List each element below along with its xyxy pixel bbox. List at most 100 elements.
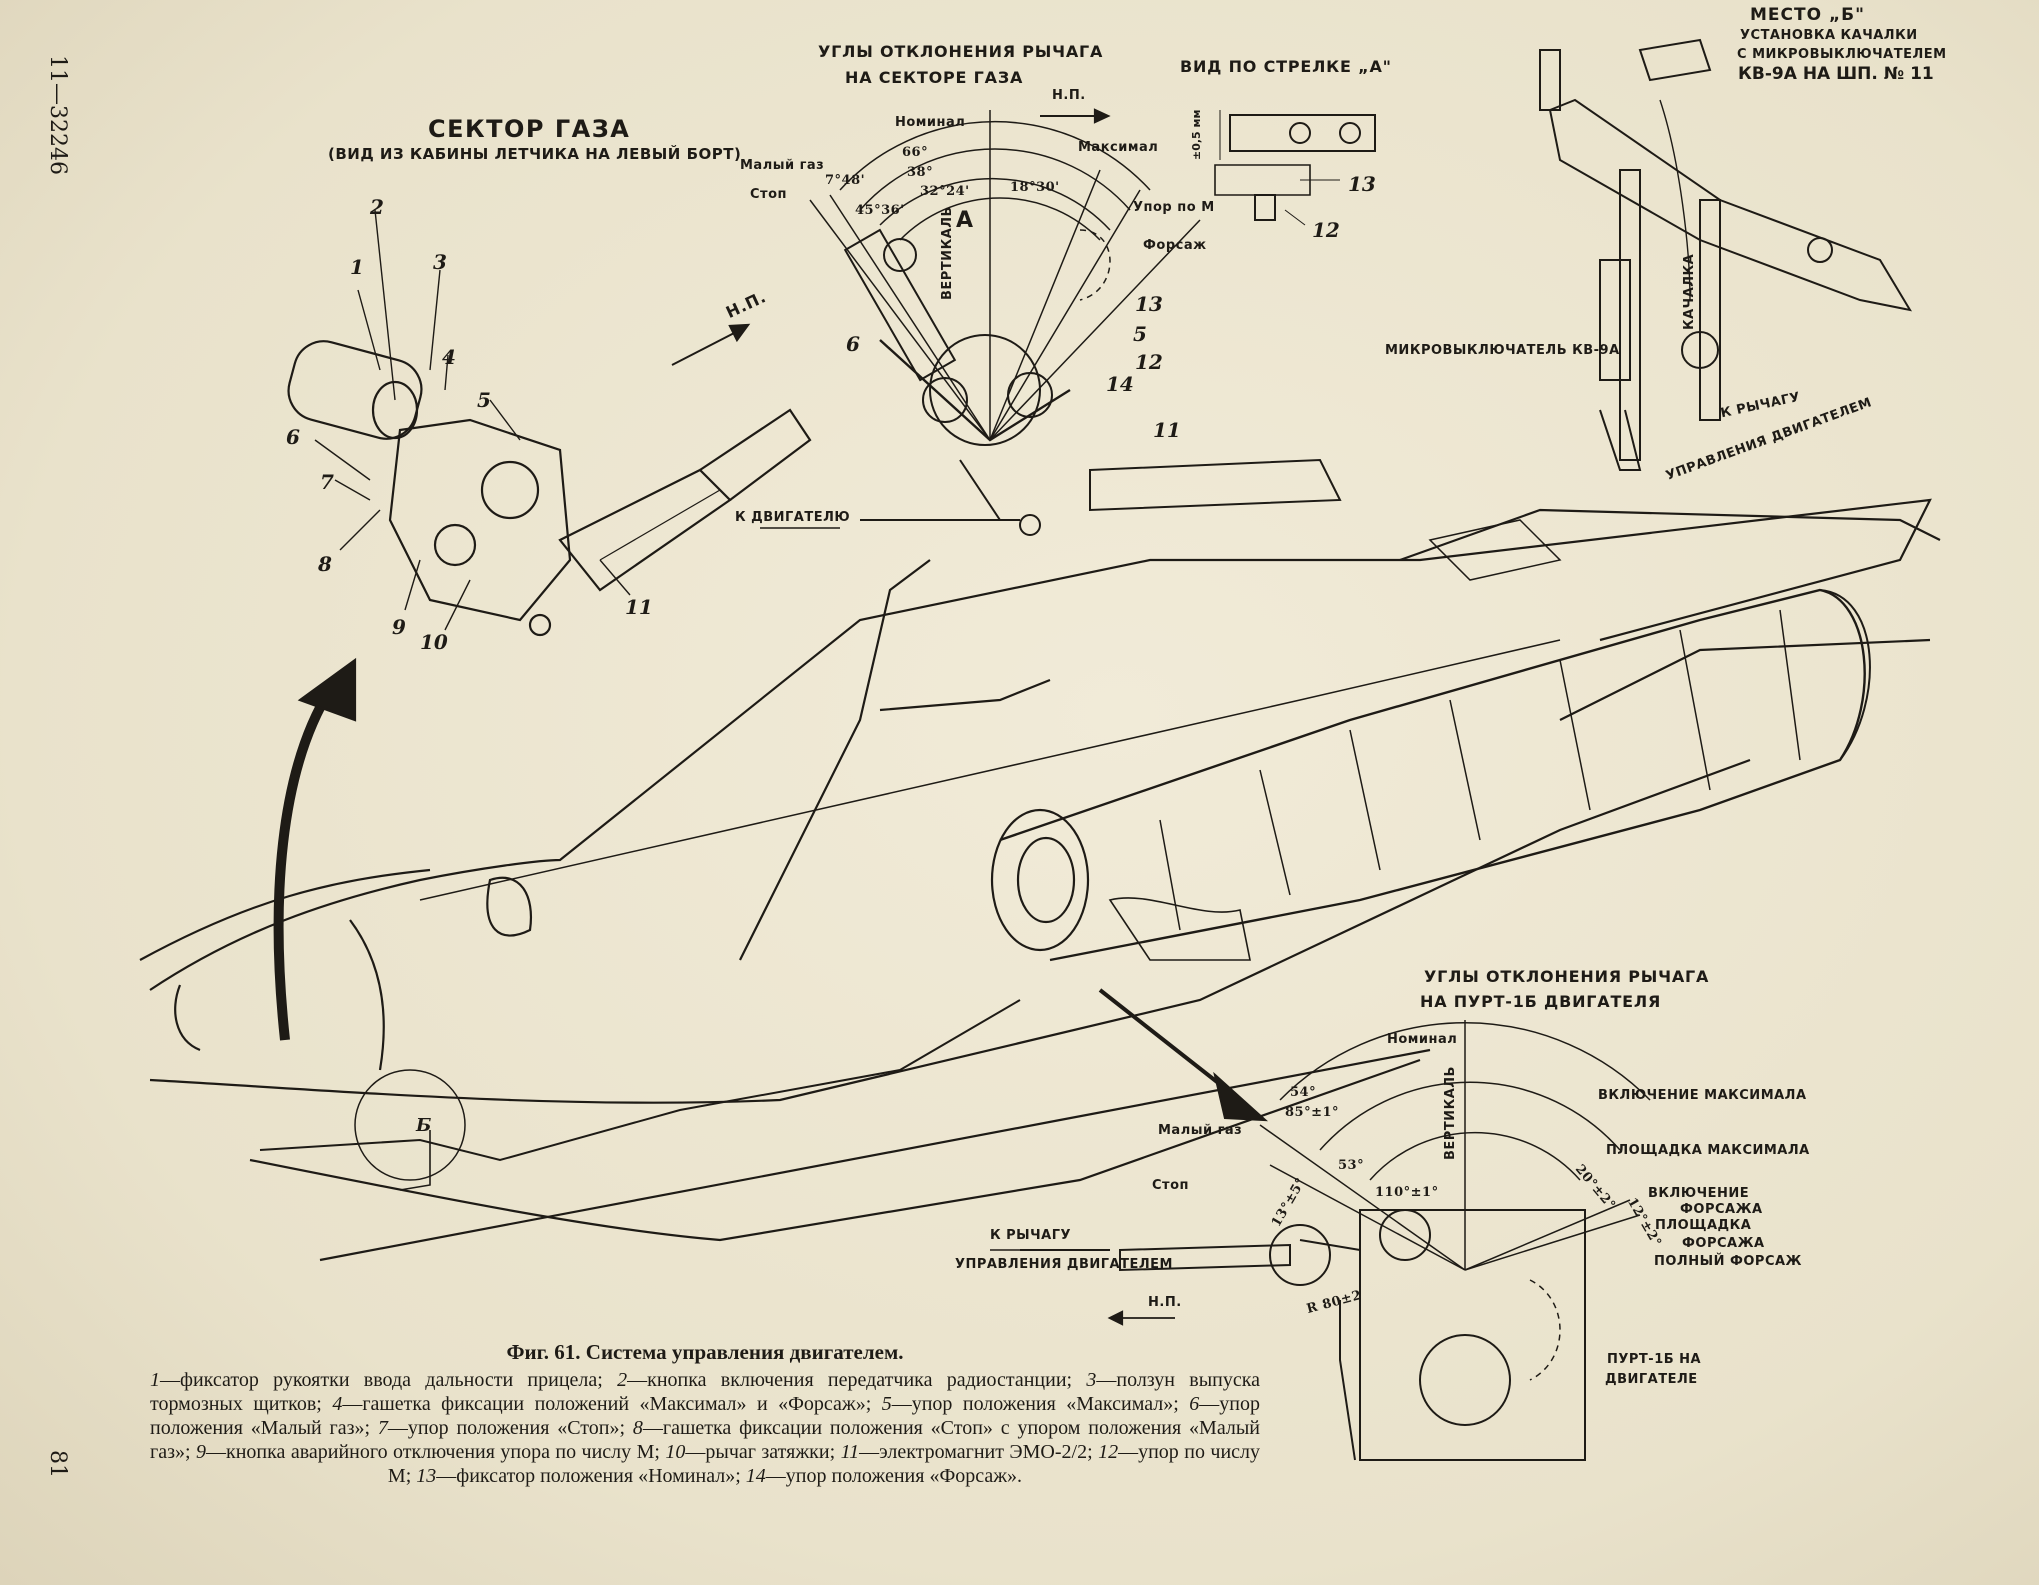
figure-caption: Фиг. 61. Система управления двигателем. … <box>150 1340 1260 1488</box>
purt-right-2: ПЛОЩАДКА МАКСИМАЛА <box>1606 1143 1810 1158</box>
legend-num: 2 <box>617 1369 628 1391</box>
purt-to-lever-1: К РЫЧАГУ <box>990 1228 1072 1243</box>
legend-text: —гашетка фиксации положения «Стоп» с упо… <box>150 1417 1260 1463</box>
legend-text: —фиксатор рукоятки ввода дальности прице… <box>160 1369 618 1391</box>
callout-9: 9 <box>392 615 406 639</box>
purt-pos-idle: Малый газ <box>1158 1123 1243 1138</box>
curved-arrow <box>273 687 335 1041</box>
np-arrow-1 <box>671 329 741 366</box>
lever-angle-66: 66° <box>902 145 929 160</box>
lever-angle-32: 32°24' <box>920 184 970 199</box>
purt-right-7: ПОЛНЫЙ ФОРСАЖ <box>1654 1254 1802 1269</box>
legend-num: 10 <box>665 1441 686 1463</box>
fuselage-outline-bottom <box>149 758 1751 1104</box>
fuselage-mark-b: Б <box>416 1115 432 1136</box>
intake-lip <box>174 984 201 1052</box>
arrow-to-purt-head <box>1213 1071 1269 1122</box>
lever-sector <box>809 110 1342 536</box>
lever-angle-18: 18°30' <box>1010 180 1060 195</box>
purt-pos-stop: Стоп <box>1152 1178 1189 1193</box>
purt-right-3: ВКЛЮЧЕНИЕ <box>1648 1186 1750 1201</box>
fuselage-lower-skin <box>249 1058 1421 1242</box>
curved-arrow-head <box>297 657 357 722</box>
place-b-line2: УСТАНОВКА КАЧАЛКИ <box>1740 28 1918 43</box>
purt-right-4: ФОРСАЖА <box>1680 1202 1763 1217</box>
view-a-callout-12: 12 <box>1312 218 1340 242</box>
legend-num: 9 <box>195 1441 206 1463</box>
caption-title: Фиг. 61. Система управления двигателем. <box>506 1340 904 1364</box>
callout-4: 4 <box>442 345 456 369</box>
lever-callout-11: 11 <box>1153 418 1181 442</box>
lever-pos-nominal: Номинал <box>895 115 966 130</box>
engine-rings <box>1159 609 1801 931</box>
page-number: 81 <box>45 1450 70 1478</box>
cockpit-canopy <box>139 868 431 961</box>
legend-num: 4 <box>332 1393 343 1415</box>
callout-10: 10 <box>420 630 448 654</box>
legend-text: —фиксатор положения «Номинал»; <box>436 1465 746 1487</box>
lever-title-1: УГЛЫ ОТКЛОНЕНИЯ РЫЧАГА <box>818 42 1104 61</box>
engine-nozzle <box>1819 589 1871 761</box>
lever-callout-13: 13 <box>1135 292 1163 316</box>
legend-num: 12 <box>1098 1441 1119 1463</box>
purt-angle-110: 110°±1° <box>1375 1185 1439 1200</box>
purt-unit-2: ДВИГАТЕЛЕ <box>1605 1372 1698 1387</box>
callout-8: 8 <box>318 552 332 576</box>
throttle-subtitle: (ВИД ИЗ КАБИНЫ ЛЕТЧИКА НА ЛЕВЫЙ БОРТ) <box>328 145 742 163</box>
legend-num: 13 <box>416 1465 437 1487</box>
dorsal-fin <box>1428 519 1562 581</box>
legend-text: —упор по числу М; <box>387 1441 1261 1487</box>
lever-direction: Н.П. <box>1052 88 1086 103</box>
legend-num: 7 <box>377 1417 388 1439</box>
callout-1: 1 <box>350 255 364 279</box>
control-rod <box>259 999 1021 1162</box>
view-a-drawing <box>1214 110 1376 226</box>
wing-root <box>879 678 1051 712</box>
callout-11: 11 <box>625 595 653 619</box>
view-a-callout-13: 13 <box>1348 172 1376 196</box>
lever-title-2: НА СЕКТОРЕ ГАЗА <box>845 68 1024 87</box>
purt-to-lever-2: УПРАВЛЕНИЯ ДВИГАТЕЛЕМ <box>955 1257 1173 1272</box>
cockpit-window <box>486 876 533 937</box>
place-b-line4: КВ-9А НА ШП. № 11 <box>1738 64 1934 84</box>
purt-right-6: ФОРСАЖА <box>1682 1236 1765 1251</box>
np-arrow-1-head <box>728 323 751 343</box>
lever-arrow-a: А <box>956 208 974 233</box>
legend-num: 8 <box>632 1417 643 1439</box>
legend-text: —электромагнит ЭМО-2/2; <box>859 1441 1099 1463</box>
legend-text: —упор положения «Стоп»; <box>387 1417 633 1439</box>
place-b-line3: С МИКРОВЫКЛЮЧАТЕЛЕМ <box>1737 47 1947 62</box>
legend-text: —кнопка включения передатчика радиостанц… <box>627 1369 1087 1391</box>
lever-to-engine: К ДВИГАТЕЛЮ <box>735 510 851 525</box>
legend-num: 1 <box>150 1369 160 1391</box>
throttle-leaders <box>314 209 631 631</box>
lever-callout-12: 12 <box>1135 350 1163 374</box>
legend-text: —кнопка аварийного отключения упора по ч… <box>205 1441 666 1463</box>
legend-text: —рычаг затяжки; <box>685 1441 841 1463</box>
throttle-title: СЕКТОР ГАЗА <box>428 115 631 143</box>
purt-vertical: ВЕРТИКАЛЬ <box>1443 1066 1458 1160</box>
purt-title-1: УГЛЫ ОТКЛОНЕНИЯ РЫЧАГА <box>1424 967 1710 986</box>
callout-6: 6 <box>286 425 300 449</box>
purt-angle-53: 53° <box>1338 1158 1365 1173</box>
engine-casing <box>999 588 1866 962</box>
legend-num: 6 <box>1189 1393 1200 1415</box>
lever-angle-45: 45°36' <box>855 203 905 218</box>
lever-callout-14: 14 <box>1106 372 1134 396</box>
place-b-line1: МЕСТО „Б" <box>1750 5 1865 25</box>
legend-text: —гашетка фиксации положений «Максимал» и… <box>342 1393 882 1415</box>
lever-callout-5: 5 <box>1133 322 1147 346</box>
engine-accessories <box>1108 897 1251 961</box>
purt-right-1: ВКЛЮЧЕНИЕ МАКСИМАЛА <box>1598 1088 1807 1103</box>
purt-title-2: НА ПУРТ-1Б ДВИГАТЕЛЯ <box>1420 992 1662 1011</box>
np-arrow-2-head <box>1093 108 1111 124</box>
engine-intake-inner <box>1016 836 1076 924</box>
lever-pos-afterburner: Форсаж <box>1143 238 1207 253</box>
view-a-gap: ±0,5 мм <box>1190 109 1203 160</box>
detail-b-circle <box>354 1069 466 1181</box>
callout-7: 7 <box>320 470 334 494</box>
ventral-line <box>319 1048 1431 1262</box>
legend-text: —упор положения «Форсаж». <box>765 1465 1023 1487</box>
